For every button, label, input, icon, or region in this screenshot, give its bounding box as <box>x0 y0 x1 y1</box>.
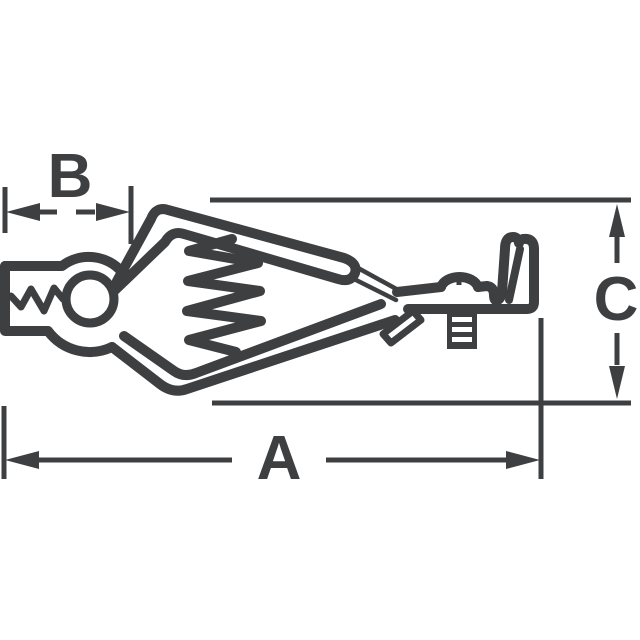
clip-drawing <box>0 204 539 396</box>
jaw-upper-outline <box>0 251 127 277</box>
lower-arm-outer <box>107 315 400 396</box>
dim-c-up-arrow-icon <box>609 204 625 237</box>
upper-arm-strip <box>109 204 361 296</box>
hook-curl-outline <box>403 232 539 314</box>
dim-b-left-arrow-icon <box>6 203 40 221</box>
dimension-a-label: A <box>257 424 302 493</box>
dimension-c-label: C <box>594 265 639 334</box>
dimension-b-label: B <box>48 142 93 211</box>
jaw-lower-outline <box>0 261 117 357</box>
shank-top-edge <box>392 282 446 297</box>
hook-curl-inner <box>505 245 524 304</box>
spring-coil <box>182 234 266 357</box>
screw-thread <box>447 307 477 349</box>
link-strip-bottom <box>349 275 399 303</box>
dim-a-right-arrow-icon <box>506 451 540 469</box>
teeth-serration <box>7 284 67 315</box>
dimension-a: A <box>1 318 544 493</box>
dimension-c: C <box>210 197 639 406</box>
dim-c-down-arrow-icon <box>609 366 625 399</box>
pivot-circle <box>61 270 119 328</box>
dimension-b: B <box>2 142 134 244</box>
dim-a-left-arrow-icon <box>5 451 39 469</box>
dim-b-right-arrow-icon <box>96 203 130 221</box>
link-strip-top <box>355 265 403 294</box>
crimp-tab <box>379 307 425 347</box>
lower-arm-inner <box>119 299 386 381</box>
